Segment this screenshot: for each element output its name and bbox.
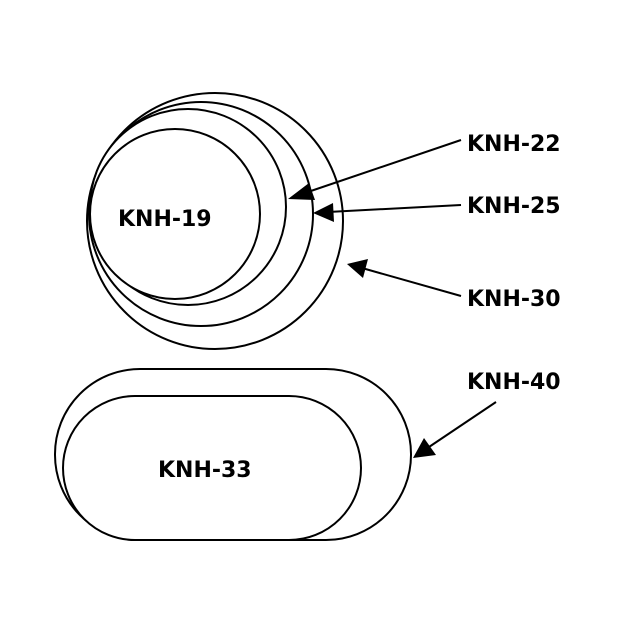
leader-knh-30 bbox=[347, 259, 462, 297]
label-knh-19: KNH-19 bbox=[118, 207, 212, 232]
label-knh-30: KNH-30 bbox=[467, 287, 561, 312]
arrowhead-knh-22 bbox=[288, 183, 315, 200]
oblong-group bbox=[54, 368, 412, 541]
leader-knh-40 bbox=[413, 401, 497, 458]
leader-knh-22 bbox=[288, 139, 462, 200]
leader-knh-25 bbox=[313, 203, 462, 222]
label-knh-40: KNH-40 bbox=[467, 370, 561, 395]
arrowhead-knh-30 bbox=[347, 259, 368, 278]
label-knh-22: KNH-22 bbox=[467, 132, 561, 157]
label-knh-33: KNH-33 bbox=[158, 458, 252, 483]
circle-group bbox=[86, 92, 344, 350]
arrowhead-knh-40 bbox=[413, 438, 436, 458]
label-knh-25: KNH-25 bbox=[467, 194, 561, 219]
outline-knh-33 bbox=[62, 395, 362, 541]
outline-knh-19 bbox=[89, 128, 261, 300]
arrowhead-knh-25 bbox=[313, 203, 334, 222]
